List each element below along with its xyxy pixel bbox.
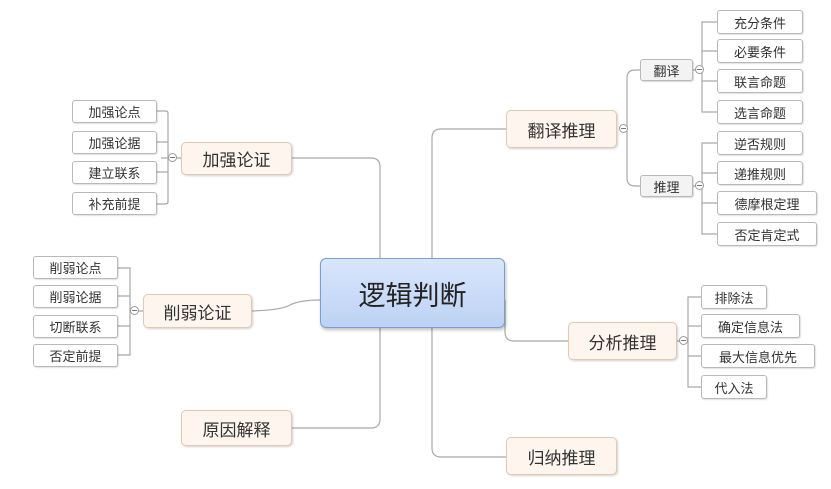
link-strengthen [292, 157, 381, 258]
leaf-strengthen-3[interactable]: 建立联系 [72, 161, 157, 184]
link-weaken [251, 299, 321, 312]
leaf-weaken-2[interactable]: 削弱论据 [33, 285, 118, 308]
branch-analysis[interactable]: 分析推理 [568, 322, 677, 360]
branch-strengthen[interactable]: 加强论证 [181, 142, 292, 175]
leaf-tuili-2[interactable]: 递推规则 [717, 161, 803, 185]
leaf-fanyi-2[interactable]: 必要条件 [717, 39, 803, 63]
leaf-weaken-3[interactable]: 切断联系 [33, 315, 118, 338]
branch-explain[interactable]: 原因解释 [181, 410, 292, 446]
link-explain [292, 328, 381, 429]
branch-weaken[interactable]: 削弱论证 [143, 294, 252, 328]
translate-collapse-icon[interactable] [619, 124, 628, 133]
leaf-tuili-3[interactable]: 德摩根定理 [717, 191, 817, 215]
leaf-strengthen-4[interactable]: 补充前提 [72, 192, 157, 215]
link-analysis [504, 300, 568, 342]
central-topic[interactable]: 逻辑判断 [320, 258, 505, 328]
leaf-fanyi-1[interactable]: 充分条件 [717, 10, 803, 34]
leaf-weaken-1[interactable]: 削弱论点 [33, 256, 118, 279]
analysis-collapse-icon[interactable] [679, 336, 688, 345]
fanyi-collapse-icon[interactable] [695, 65, 704, 74]
subtopic-fanyi[interactable]: 翻译 [640, 59, 693, 81]
link-induction [431, 328, 506, 458]
branch-translate[interactable]: 翻译推理 [506, 110, 617, 148]
leaf-strengthen-2[interactable]: 加强论据 [72, 131, 157, 154]
subtopic-tuili[interactable]: 推理 [640, 175, 693, 197]
leaf-analysis-2[interactable]: 确定信息法 [701, 314, 800, 338]
tuili-collapse-icon[interactable] [695, 181, 704, 190]
leaf-weaken-4[interactable]: 否定前提 [33, 344, 118, 367]
leaf-tuili-1[interactable]: 逆否规则 [717, 131, 803, 155]
branch-induction[interactable]: 归纳推理 [506, 437, 617, 475]
strengthen-collapse-icon[interactable] [168, 153, 177, 162]
leaf-analysis-1[interactable]: 排除法 [701, 285, 767, 309]
leaf-fanyi-3[interactable]: 联言命题 [717, 69, 803, 93]
leaf-analysis-3[interactable]: 最大信息优先 [701, 344, 815, 368]
link-translate [431, 128, 506, 258]
leaf-tuili-4[interactable]: 否定肯定式 [717, 222, 817, 246]
leaf-strengthen-1[interactable]: 加强论点 [72, 100, 157, 123]
weaken-collapse-icon[interactable] [130, 306, 139, 315]
link-weaken-children [118, 267, 143, 356]
leaf-analysis-4[interactable]: 代入法 [701, 375, 767, 399]
leaf-fanyi-4[interactable]: 选言命题 [717, 100, 803, 124]
